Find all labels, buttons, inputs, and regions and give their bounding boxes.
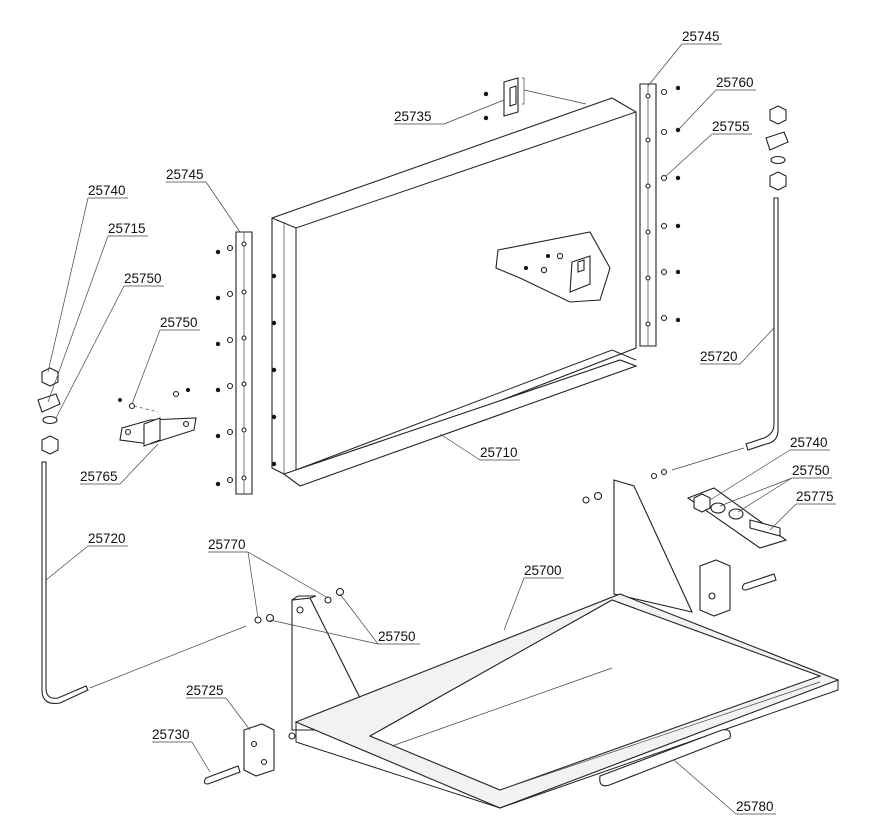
label-25755: 25755 — [712, 119, 750, 134]
label-25710: 25710 — [480, 445, 518, 460]
label-25760: 25760 — [716, 75, 754, 90]
right-bracket-assembly — [686, 487, 788, 549]
label-25745-left: 25745 — [166, 167, 204, 182]
pin-25730 — [203, 765, 241, 785]
bracket-25765 — [118, 388, 197, 447]
label-25775: 25775 — [796, 489, 834, 504]
u-bolt-25720-left — [41, 461, 89, 705]
base-25700 — [288, 479, 840, 809]
rail-right-washers — [660, 85, 681, 323]
label-25750-bottom: 25750 — [378, 629, 416, 644]
label-25740-right: 25740 — [790, 435, 828, 450]
label-25765: 25765 — [80, 469, 118, 484]
label-25715: 25715 — [108, 221, 146, 236]
hinge-25725 — [243, 723, 275, 777]
leader-lines — [45, 43, 836, 815]
panel-edge-studs — [271, 273, 277, 467]
label-25750-a: 25750 — [124, 271, 162, 286]
bolt-25775 — [749, 519, 781, 537]
label-25725: 25725 — [186, 683, 224, 698]
handle-25780 — [599, 729, 731, 787]
panel-25710 — [271, 97, 638, 487]
hinge-right — [699, 559, 731, 617]
label-25780: 25780 — [736, 799, 774, 814]
label-25770: 25770 — [208, 537, 246, 552]
rail-left-washers — [215, 244, 234, 487]
rail-25745-left — [215, 231, 253, 495]
bottom-hardware — [254, 491, 603, 624]
u-bolt-left-leader — [89, 625, 247, 689]
label-25740-left: 25740 — [88, 183, 126, 198]
label-25735: 25735 — [394, 109, 432, 124]
label-25750-right: 25750 — [792, 463, 830, 478]
label-25720-right: 25720 — [700, 349, 738, 364]
label-25750-b: 25750 — [160, 315, 198, 330]
right-hardware-stack — [765, 105, 789, 191]
left-hardware-stack — [37, 367, 61, 455]
u-bolt-25720-right — [745, 197, 779, 451]
label-25730: 25730 — [152, 727, 190, 742]
u-bolt-right-leader — [671, 447, 745, 471]
rail-25745-right — [639, 83, 681, 347]
label-25700: 25700 — [524, 563, 562, 578]
bracket-25735 — [483, 77, 587, 121]
detail-bracket — [524, 252, 591, 293]
pin-right — [741, 573, 777, 591]
label-25720-left: 25720 — [88, 531, 126, 546]
label-25745-top: 25745 — [682, 29, 720, 44]
